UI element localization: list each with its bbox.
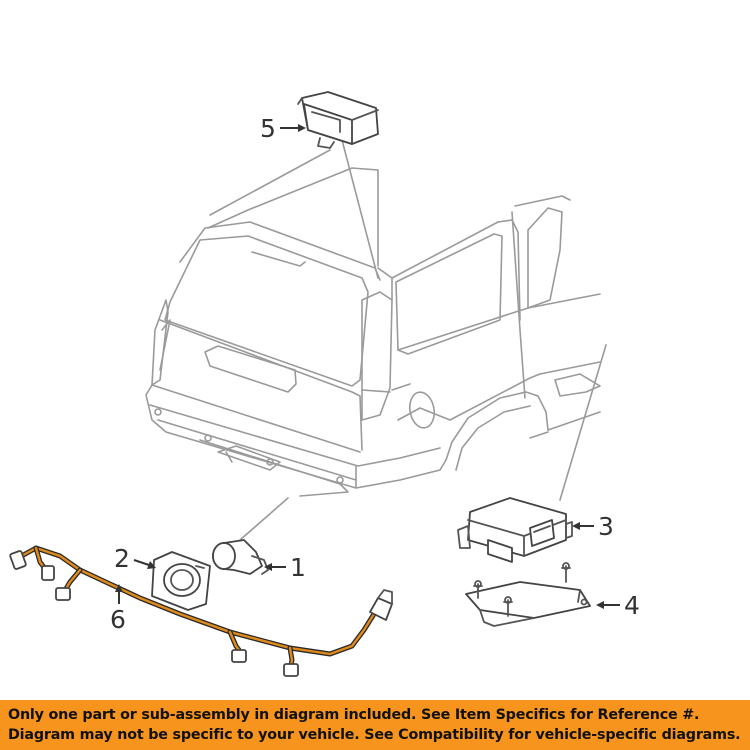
callout-4-number: 4 [624,591,640,620]
part-4-bracket [465,562,591,627]
callout-5: 5 [260,114,306,143]
part-3-control-module [457,497,573,563]
leader-lines [209,139,607,541]
callout-2: 2 [114,544,156,573]
callout-4: 4 [596,591,640,620]
callout-1-number: 1 [290,553,306,582]
disclaimer-line-2: Diagram may not be specific to your vehi… [8,727,741,743]
part-2-sensor-bezel [151,551,211,611]
part-5-relay-module [297,91,379,149]
disclaimer-banner: Only one part or sub-assembly in diagram… [0,700,750,750]
part-1-sensor [212,539,269,575]
callout-5-number: 5 [260,114,276,143]
callout-2-number: 2 [114,544,130,573]
part-6-wiring-harness [9,545,393,677]
callout-3-number: 3 [598,512,614,541]
callout-6-number: 6 [110,605,126,634]
callout-3: 3 [572,512,614,541]
disclaimer-line-1: Only one part or sub-assembly in diagram… [8,707,700,723]
callout-6: 6 [110,584,126,634]
parts-diagram: 5 3 4 2 1 6 [9,91,640,677]
vehicle-outline [145,167,601,497]
callout-1: 1 [264,553,306,582]
